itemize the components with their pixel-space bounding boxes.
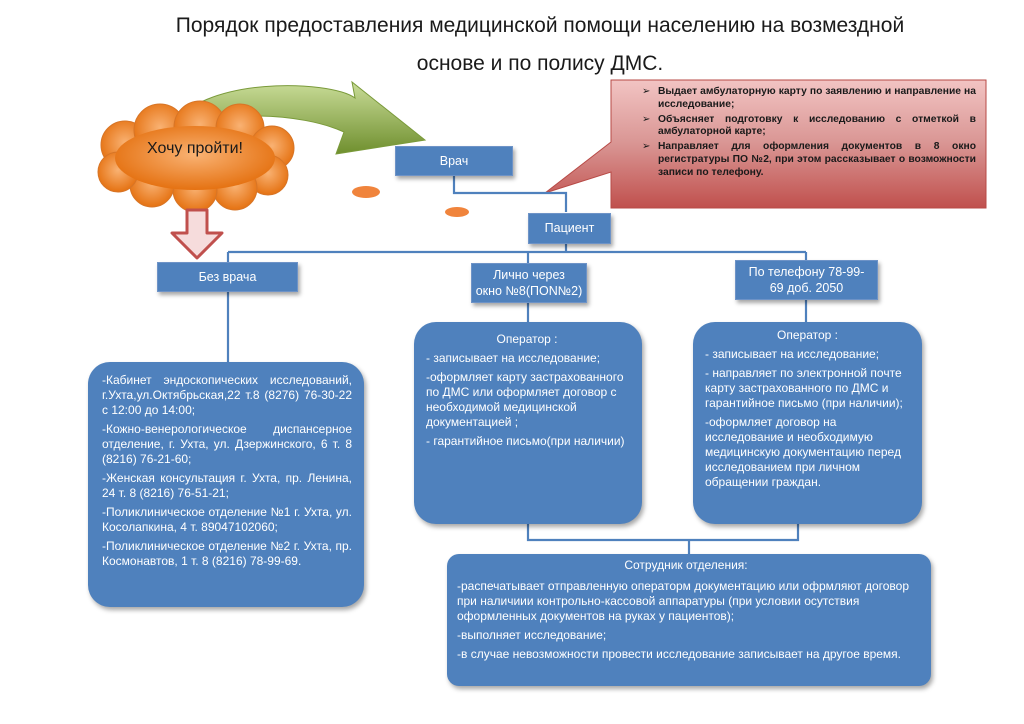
branch-by-phone: По телефону 78-99- 69 доб. 2050 <box>735 260 878 300</box>
clinic-item: -Кабинет эндоскопических исследований, г… <box>102 373 352 417</box>
connector-lines <box>226 176 808 554</box>
staff-box: Сотрудник отделения: -распечатывает отпр… <box>447 554 931 686</box>
staff-item: -распечатывает отправленную операторм до… <box>457 579 910 623</box>
arrow-bullet-icon: ➢ <box>642 113 651 125</box>
clinic-item: -Кожно-венерологическое диспансерное отд… <box>102 422 352 466</box>
callout-shape <box>544 79 987 209</box>
callout-item: ➢Объясняет подготовку к исследованию с о… <box>642 113 976 138</box>
operator-in-person-item: - гарантийное письмо(при наличии) <box>426 434 625 448</box>
branch-by-phone-line1: По телефону 78-99- <box>748 265 865 279</box>
callout-item: ➢Выдает амбулаторную карту по заявлению … <box>642 86 976 110</box>
staff-title: Сотрудник отделения: <box>624 558 748 572</box>
operator-in-person-item: -оформляет карту застрахованного по ДМС … <box>426 370 624 429</box>
page-title-line-1: Порядок предоставления медицинской помощ… <box>175 14 905 37</box>
page-title-line-2: основе и по полису ДМС. <box>416 52 664 75</box>
branch-in-person: Лично через окно №8(ПОN№2) <box>471 263 587 303</box>
arrow-bullet-icon: ➢ <box>642 86 651 97</box>
clinics-box: -Кабинет эндоскопических исследований, г… <box>88 362 364 607</box>
clinic-item: -Поликлиническое отделение №2 г. Ухта, п… <box>102 539 352 568</box>
operator-in-person-title: Оператор : <box>496 332 558 346</box>
operator-phone-item: - направляет по электронной почте карту … <box>705 366 903 410</box>
doctor-label: Врач <box>439 154 469 168</box>
branch-no-doctor: Без врача <box>157 262 298 292</box>
branch-in-person-line2: окно №8(ПОN№2) <box>475 284 583 298</box>
clinic-item: -Поликлиническое отделение №1 г. Ухта, у… <box>102 505 352 534</box>
thought-bubble-2 <box>445 207 469 217</box>
patient-box: Пациент <box>528 213 611 244</box>
operator-phone-item: -оформляет договор на исследование и нео… <box>705 415 901 489</box>
branch-by-phone-line2: 69 доб. 2050 <box>769 281 844 295</box>
patient-label: Пациент <box>544 221 595 235</box>
callout-text: ➢Выдает амбулаторную карту по заявлению … <box>642 86 976 182</box>
clinic-item: -Женская консультация г. Ухта, пр. Ленин… <box>102 471 352 500</box>
operator-in-person-box: Оператор : - записывает на исследование;… <box>414 322 642 524</box>
arrow-bullet-icon: ➢ <box>642 141 651 153</box>
operator-phone-item: - записывает на исследование; <box>705 347 880 361</box>
operator-phone-box: Оператор : - записывает на исследование;… <box>693 322 922 524</box>
operator-phone-title: Оператор : <box>777 328 838 342</box>
branch-no-doctor-label: Без врача <box>198 270 257 284</box>
cloud-icon <box>97 100 295 213</box>
doctor-box: Врач <box>395 146 513 176</box>
cloud-label: Хочу пройти! <box>147 140 243 157</box>
thought-bubble-1 <box>352 186 380 198</box>
callout-item: ➢Направляет для оформления документов в … <box>642 141 976 178</box>
staff-item: -выполняет исследование; <box>457 628 607 642</box>
operator-in-person-item: - записывает на исследование; <box>426 351 601 365</box>
staff-item: -в случае невозможности провести исследо… <box>457 647 902 661</box>
down-arrow-icon <box>170 208 224 260</box>
branch-in-person-line1: Лично через <box>493 268 565 282</box>
